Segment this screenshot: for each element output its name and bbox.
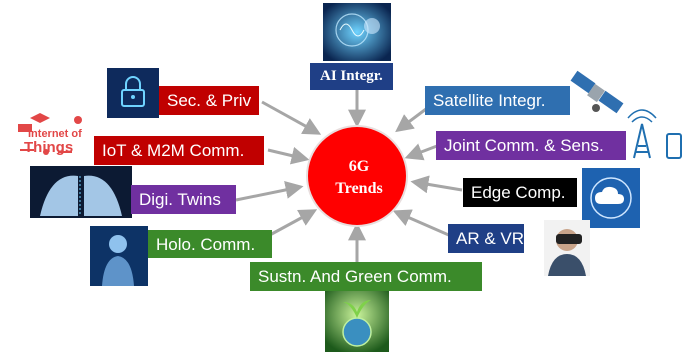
edge-computing-image <box>582 168 640 228</box>
center-title-trends: Trends <box>335 180 383 197</box>
tower-image <box>627 109 682 159</box>
label-digital-twins: Digi. Twins <box>131 185 236 214</box>
label-security-privacy: Sec. & Priv <box>159 86 259 115</box>
arrow-sat <box>395 104 431 133</box>
hologram-image <box>90 226 148 286</box>
vr-headset-image <box>544 220 590 276</box>
arrow-edge <box>410 175 463 194</box>
label-ar-vr: AR & VR <box>448 224 524 253</box>
arrow-twins <box>235 181 304 202</box>
center-title-6g: 6G <box>348 158 370 175</box>
arrow-ar <box>392 209 452 238</box>
satellite-image <box>570 70 624 114</box>
arrow-jcs <box>404 143 438 161</box>
ai-brain-image <box>323 3 391 61</box>
green-earth-image <box>325 290 389 352</box>
lock-image <box>107 68 159 118</box>
iot-logo-line1: Internet of <box>28 128 82 140</box>
label-iot-m2m: IoT & M2M Comm. <box>94 136 264 165</box>
center-circle <box>306 125 408 227</box>
arrow-iot <box>267 146 310 165</box>
arrow-holo <box>267 209 318 238</box>
label-satellite-integration: Satellite Integr. <box>425 86 570 115</box>
digital-twins-image <box>30 166 132 218</box>
label-holographic-comm: Holo. Comm. <box>148 230 272 258</box>
arrow-sec <box>261 100 322 135</box>
arrows <box>235 90 463 262</box>
iot-logo-line2: Things <box>24 139 74 156</box>
label-sustainable-green-comm: Sustn. And Green Comm. <box>250 262 482 291</box>
label-joint-comm-sensing: Joint Comm. & Sens. <box>436 131 626 160</box>
iot-logo <box>18 113 82 155</box>
label-edge-computing: Edge Comp. <box>463 178 577 207</box>
label-ai-integration: AI Integr. <box>310 63 393 90</box>
